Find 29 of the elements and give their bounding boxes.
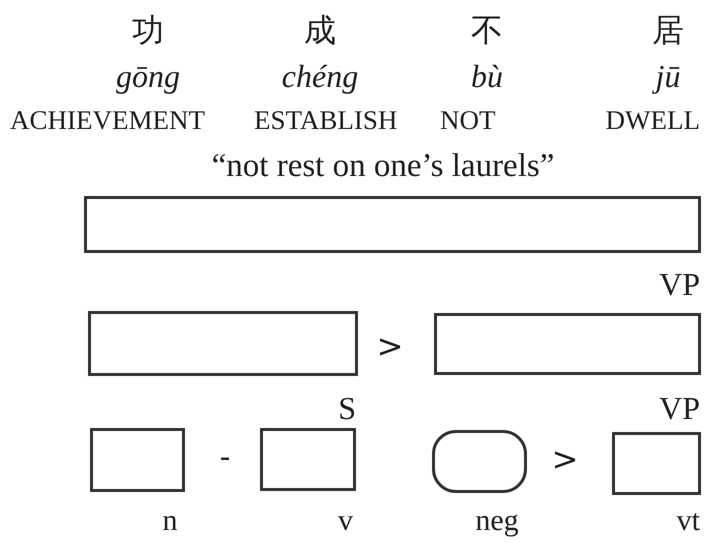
slot-box bbox=[84, 196, 701, 253]
operator-symbol: > bbox=[376, 330, 404, 362]
slot-box bbox=[88, 311, 358, 376]
translation-text: “not rest on one’s laurels” bbox=[212, 150, 554, 183]
gloss-text: NOT bbox=[440, 107, 496, 134]
chinese-character: 成 bbox=[304, 14, 336, 46]
category-label: VP bbox=[659, 392, 700, 424]
chinese-character: 居 bbox=[652, 14, 684, 46]
category-label: n bbox=[162, 506, 178, 536]
operator-symbol: > bbox=[552, 443, 578, 475]
slot-box bbox=[434, 313, 701, 375]
chinese-character: 功 bbox=[132, 14, 164, 46]
pinyin-text: gōng bbox=[116, 60, 180, 92]
category-label: v bbox=[338, 506, 353, 536]
pinyin-text: bù bbox=[471, 60, 503, 92]
category-label: vt bbox=[676, 506, 700, 536]
gloss-text: ACHIEVEMENT bbox=[10, 107, 205, 134]
category-label: neg bbox=[475, 506, 519, 536]
pinyin-text: chéng bbox=[282, 60, 358, 92]
gloss-text: DWELL bbox=[606, 107, 700, 134]
operator-symbol: - bbox=[220, 443, 230, 473]
category-label: S bbox=[338, 392, 356, 424]
slot-box bbox=[260, 428, 356, 491]
slot-box bbox=[612, 432, 701, 495]
category-label: VP bbox=[659, 268, 700, 300]
slot-box bbox=[90, 428, 185, 492]
gloss-text: ESTABLISH bbox=[254, 107, 398, 134]
chinese-character: 不 bbox=[471, 14, 503, 46]
rounded-box bbox=[432, 430, 527, 493]
